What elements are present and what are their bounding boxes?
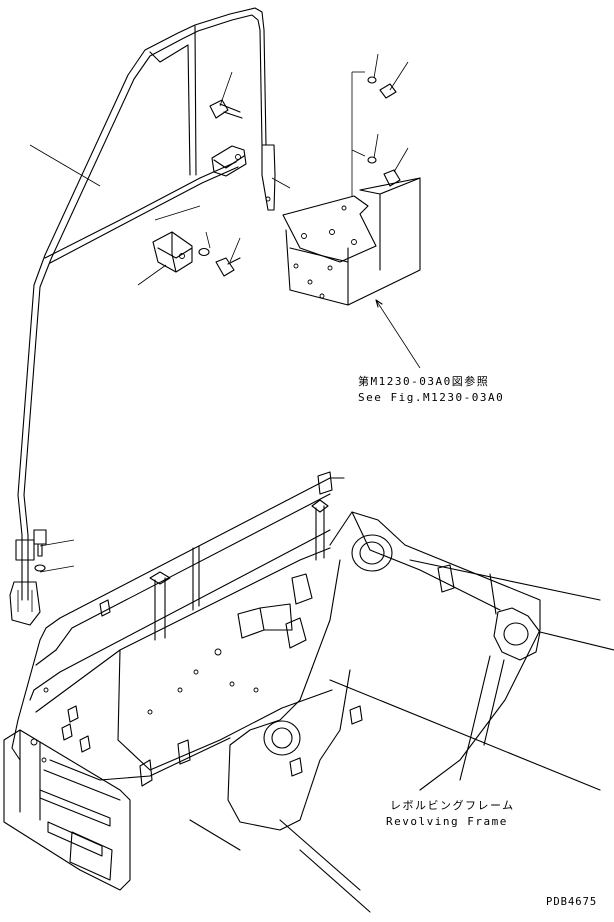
foot-bolt xyxy=(33,529,47,572)
reference-label-english: See Fig.M1230-03A0 xyxy=(358,391,505,404)
bolt-box xyxy=(367,156,401,187)
bracket xyxy=(152,231,193,273)
handrail xyxy=(9,7,276,626)
frame-label-english: Revolving Frame xyxy=(386,815,508,828)
washer-left xyxy=(198,247,210,257)
bolt-left xyxy=(215,257,241,277)
box xyxy=(282,177,421,306)
nut-top xyxy=(367,76,397,99)
bolt-top xyxy=(209,99,243,119)
frame-label-japanese: レボルビングフレーム xyxy=(390,799,515,812)
rail-clamp xyxy=(211,145,247,177)
reference-label-japanese: 第M1230-03A0図参照 xyxy=(358,375,490,388)
drawing-number: PDB4675 xyxy=(546,896,598,908)
leader-lines xyxy=(29,53,421,573)
revolving-frame xyxy=(3,471,614,913)
